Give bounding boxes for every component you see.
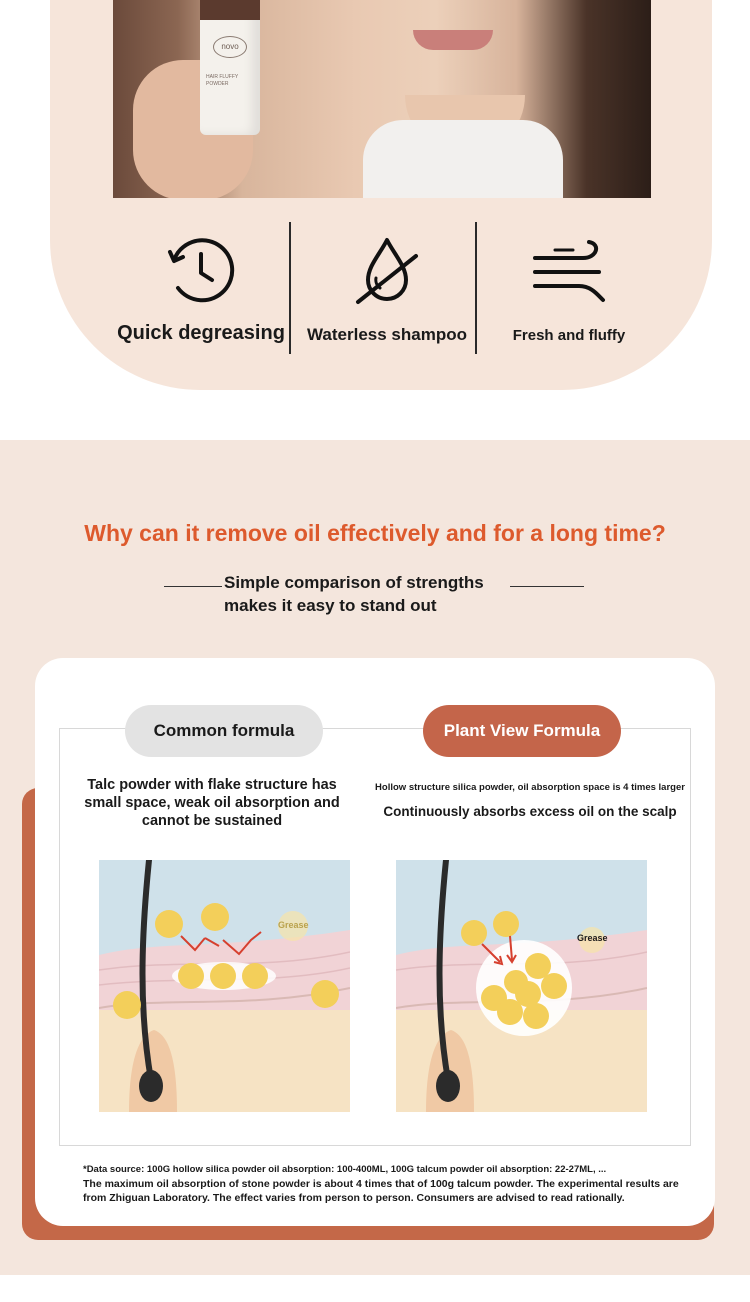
plant-formula-diagram: Grease xyxy=(396,860,647,1112)
subtitle-line-left xyxy=(164,586,222,587)
plant-formula-description: Continuously absorbs excess oil on the s… xyxy=(383,804,677,819)
bottle-label: HAIR FLUFFY POWDER xyxy=(206,74,239,87)
common-formula-diagram: Grease xyxy=(99,860,350,1112)
bottle-cap xyxy=(200,0,260,20)
divider xyxy=(475,222,477,354)
grease-label: Grease xyxy=(577,933,608,943)
divider xyxy=(289,222,291,354)
data-source-footnote: *Data source: 100G hollow silica powder … xyxy=(83,1163,703,1205)
product-photo: novo HAIR FLUFFY POWDER xyxy=(113,0,651,198)
footnote-line-2: The maximum oil absorption of stone powd… xyxy=(83,1178,679,1204)
comparison-section: Why can it remove oil effectively and fo… xyxy=(0,440,750,1275)
feature-label: Waterless shampoo xyxy=(307,325,467,344)
plant-formula-pill: Plant View Formula xyxy=(423,705,621,757)
plant-formula-note: Hollow structure silica powder, oil abso… xyxy=(375,782,685,793)
subtitle-line-1: Simple comparison of strengths xyxy=(224,573,484,592)
feature-waterless-shampoo: Waterless shampoo xyxy=(299,222,475,354)
feature-row: Quick degreasing Waterless shampoo xyxy=(113,222,641,354)
subtitle-line-right xyxy=(510,586,584,587)
section-headline: Why can it remove oil effectively and fo… xyxy=(84,520,666,546)
comparison-card: Common formula Plant View Formula Talc p… xyxy=(35,658,715,1226)
product-bottle: novo HAIR FLUFFY POWDER xyxy=(200,0,260,135)
crossed-drop-icon xyxy=(352,236,422,311)
feature-label: Quick degreasing xyxy=(117,322,285,344)
comparison-frame xyxy=(59,728,691,1146)
common-formula-pill: Common formula xyxy=(125,705,323,757)
top-section: novo HAIR FLUFFY POWDER Quick degreasing xyxy=(0,0,750,440)
subtitle-line-2: makes it easy to stand out xyxy=(224,596,437,615)
lips xyxy=(413,30,493,50)
clock-icon xyxy=(166,236,236,311)
footnote-line-1: *Data source: 100G hollow silica powder … xyxy=(83,1164,607,1175)
section-subtitle: Simple comparison of strengths makes it … xyxy=(164,573,594,623)
feature-quick-degreasing: Quick degreasing xyxy=(113,222,289,354)
bottle-logo: novo xyxy=(213,36,247,58)
bottom-strip xyxy=(0,1275,750,1302)
shirt xyxy=(363,120,563,198)
feature-label: Fresh and fluffy xyxy=(512,327,626,344)
feature-fresh-and-fluffy: Fresh and fluffy xyxy=(481,222,657,354)
grease-label: Grease xyxy=(278,920,309,930)
wind-icon xyxy=(531,236,607,311)
common-formula-description: Talc powder with flake structure has sma… xyxy=(84,777,340,829)
